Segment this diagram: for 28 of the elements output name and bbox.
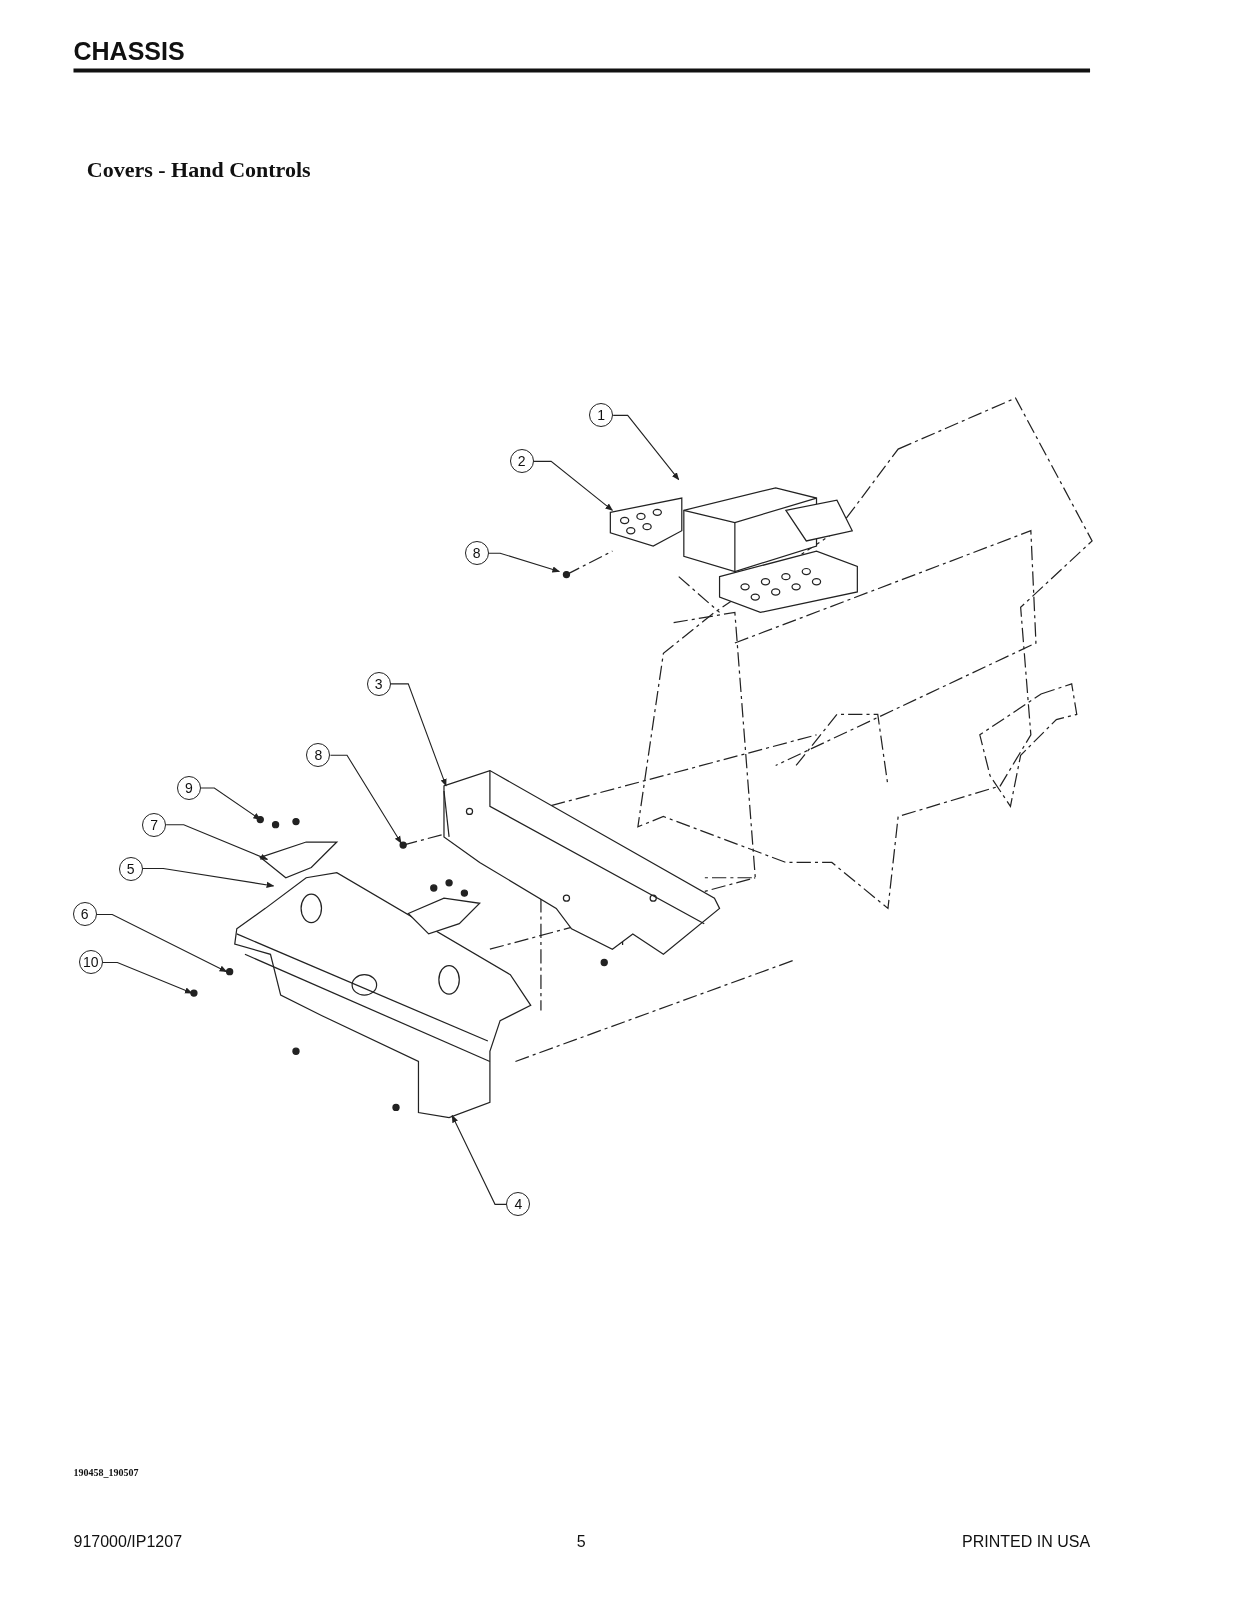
leader-line [142, 868, 275, 888]
leader-line [96, 913, 228, 973]
callout-number: 5 [118, 856, 143, 881]
leader-line [612, 414, 680, 481]
callout-number: 8 [464, 541, 489, 566]
leader-line [488, 552, 561, 573]
leader-line [533, 460, 613, 511]
drawing-number: 190458_190507 [73, 1466, 139, 1478]
callout-number: 3 [366, 671, 391, 696]
callout-number: 2 [509, 449, 534, 474]
leader-line [390, 683, 447, 787]
callout-number: 10 [78, 950, 103, 975]
manual-number: 917000/IP1207 [73, 1533, 183, 1551]
leader-line [451, 1114, 508, 1205]
callout-number: 1 [589, 403, 614, 428]
print-note: PRINTED IN USA [962, 1533, 1091, 1551]
leader-line [165, 824, 269, 860]
leader-line [200, 787, 261, 821]
page-title: CHASSIS [73, 36, 185, 66]
leader-line [329, 754, 402, 844]
callout-number: 8 [306, 743, 331, 768]
callout-number: 7 [142, 812, 167, 837]
leader-line [102, 961, 193, 994]
section-heading: Covers - Hand Controls [86, 157, 311, 184]
page-number: 5 [576, 1533, 586, 1551]
callout-number: 4 [506, 1192, 531, 1217]
callout-number: 9 [176, 775, 201, 800]
callout-number: 6 [72, 902, 97, 927]
